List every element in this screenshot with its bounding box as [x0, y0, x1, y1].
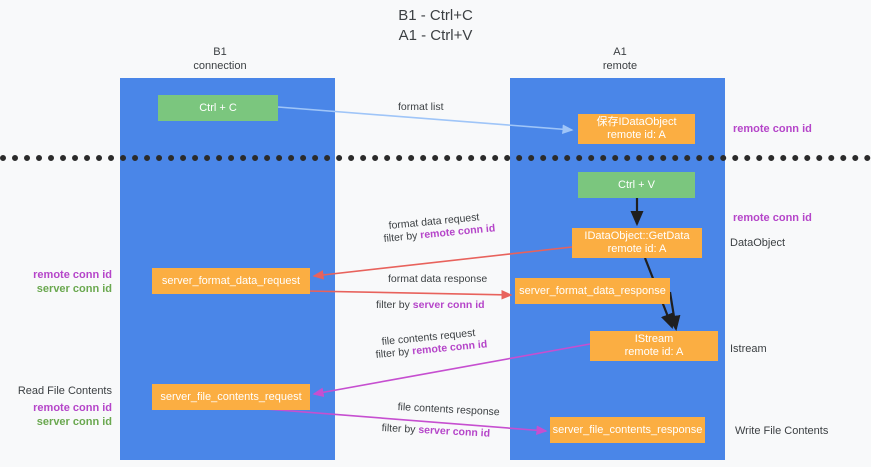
- node-idataobject-getdata-label: IDataObject::GetData: [584, 230, 690, 242]
- node-ctrl-v[interactable]: Ctrl + V: [578, 172, 695, 198]
- node-save-idataobject-subtext: remote id: A: [607, 129, 666, 141]
- annotation-left-server-conn-id: server conn id: [36, 283, 112, 295]
- edge-label-format-data-response: format data response: [388, 273, 488, 285]
- node-istream[interactable]: IStream remote id: A: [590, 331, 718, 361]
- annotation-right-dataobject: DataObject: [730, 237, 786, 249]
- title-line-2: A1 - Ctrl+V: [398, 27, 473, 44]
- node-server-file-contents-request-label: server_file_contents_request: [160, 390, 302, 403]
- node-ctrl-c[interactable]: Ctrl + C: [158, 95, 278, 121]
- edge-label-format-data-response-filter: filter by server conn id: [376, 298, 485, 312]
- node-server-format-data-request-label: server_format_data_request: [161, 274, 301, 287]
- annotation-left-server-conn-id-2: server conn id: [36, 416, 112, 428]
- edge-label-format-list: format list: [398, 101, 444, 113]
- lane-header-b1-name: B1: [213, 46, 227, 58]
- filter-prefix: filter by: [383, 229, 421, 245]
- node-istream-label: IStream: [634, 333, 674, 345]
- node-istream-subtext: remote id: A: [624, 346, 684, 358]
- filter-key-server-conn-id: server conn id: [418, 423, 491, 440]
- phase-divider: [0, 155, 871, 161]
- filter-prefix: filter by: [376, 299, 413, 311]
- edge-label-file-contents-response-filter: filter by server conn id: [381, 421, 490, 441]
- node-server-format-data-response[interactable]: server_format_data_response: [515, 278, 670, 304]
- annotation-right-write-file-contents: Write File Contents: [735, 425, 829, 437]
- node-idataobject-getdata[interactable]: IDataObject::GetData remote id: A: [572, 228, 702, 258]
- annotation-right-istream: Istream: [730, 343, 767, 355]
- edge-label-file-contents-response: file contents response: [397, 400, 500, 419]
- node-ctrl-c-label: Ctrl + C: [199, 101, 237, 114]
- annotation-left-read-file-contents: Read File Contents: [17, 385, 112, 397]
- lane-header-b1-sub: connection: [193, 60, 247, 72]
- filter-prefix: filter by: [375, 345, 413, 361]
- annotation-left-remote-conn-id-2: remote conn id: [33, 402, 112, 414]
- annotation-left-conn-ids-2: remote conn id server conn id: [22, 401, 112, 429]
- lane-header-a1: A1 remote: [540, 45, 700, 73]
- node-server-file-contents-request[interactable]: server_file_contents_request: [152, 384, 310, 410]
- page-title: B1 - Ctrl+C A1 - Ctrl+V: [0, 6, 871, 46]
- annotation-left-conn-ids: remote conn id server conn id: [22, 268, 112, 296]
- node-server-file-contents-response-label: server_file_contents_response: [552, 423, 703, 436]
- lane-header-a1-name: A1: [613, 46, 627, 58]
- node-ctrl-v-label: Ctrl + V: [618, 178, 655, 191]
- title-line-1: B1 - Ctrl+C: [398, 7, 473, 24]
- node-server-format-data-response-label: server_format_data_response: [519, 284, 666, 297]
- annotation-right-remote-conn-id-mid: remote conn id: [733, 212, 812, 224]
- node-idataobject-getdata-subtext: remote id: A: [607, 243, 667, 255]
- lane-header-b1: B1 connection: [140, 45, 300, 73]
- node-server-format-data-request[interactable]: server_format_data_request: [152, 268, 310, 294]
- filter-prefix: filter by: [381, 421, 419, 436]
- node-save-idataobject[interactable]: 保存IDataObject remote id: A: [578, 114, 695, 144]
- node-server-file-contents-response[interactable]: server_file_contents_response: [550, 417, 705, 443]
- annotation-left-remote-conn-id: remote conn id: [33, 269, 112, 281]
- annotation-right-remote-conn-id-top: remote conn id: [733, 123, 812, 135]
- lane-header-a1-sub: remote: [602, 60, 638, 72]
- node-save-idataobject-label: 保存IDataObject: [596, 116, 677, 128]
- filter-key-server-conn-id: server conn id: [412, 299, 485, 311]
